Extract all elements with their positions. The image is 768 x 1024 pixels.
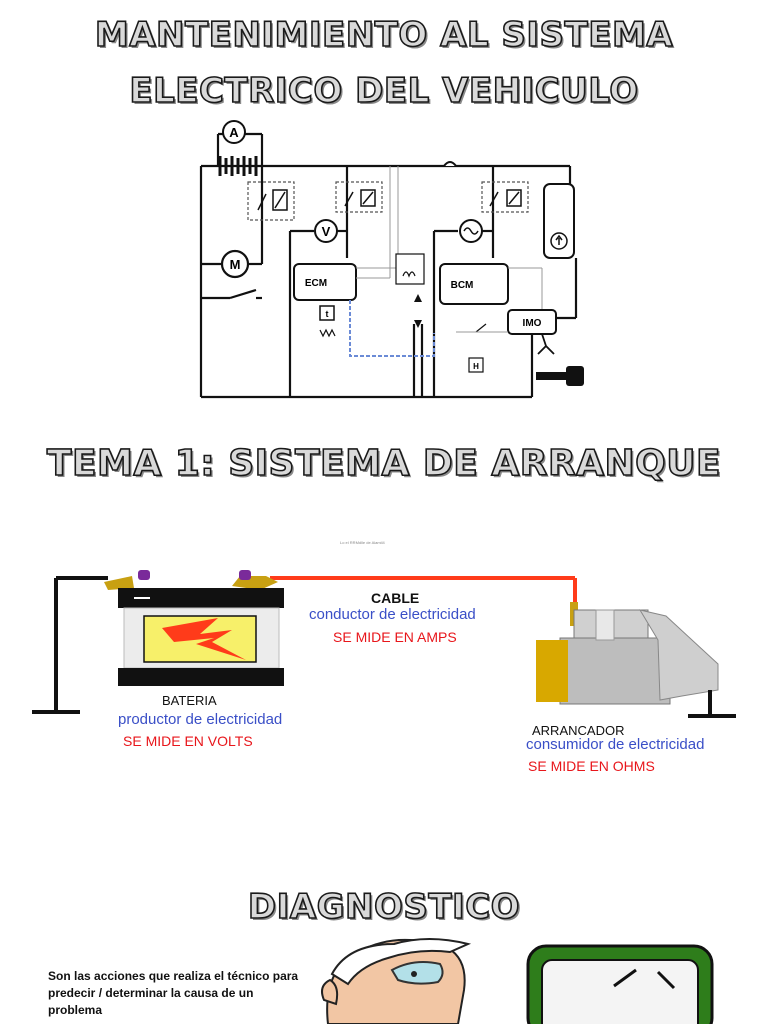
cable-title: CABLE	[371, 590, 420, 606]
section-title-diagnostic: DIAGNOSTICO	[247, 886, 521, 928]
starter-title: ARRANCADOR	[532, 723, 625, 738]
car-key-icon	[536, 366, 584, 386]
battery-measure: SE MIDE EN VOLTS	[123, 733, 253, 749]
starter-measure: SE MIDE EN OHMS	[528, 758, 655, 774]
page-title-line2: ELECTRICO DEL VEHICULO	[129, 70, 639, 112]
diagnostic-definition: Son las acciones que realiza el técnico …	[48, 969, 299, 1017]
starter-motor-icon	[536, 602, 736, 718]
battery-ground-icon	[32, 576, 108, 714]
cable-icon	[270, 576, 577, 602]
battery-icon	[104, 570, 284, 686]
electrical-schematic-diagram: A M V ECM BCM t	[199, 120, 584, 399]
voltmeter-label: V	[322, 224, 331, 239]
ammeter-label: A	[229, 125, 239, 140]
battery-description: productor de electricidad	[118, 711, 283, 728]
cable-measure: SE MIDE EN AMPS	[333, 629, 457, 645]
ecm-label: ECM	[305, 278, 327, 289]
imo-label: IMO	[523, 318, 542, 329]
bcm-label: BCM	[451, 280, 474, 291]
battery-title: BATERIA	[162, 693, 217, 708]
section-title-starting-system: TEMA 1: SISTEMA DE ARRANQUE	[46, 442, 722, 485]
cable-description: conductor de electricidad	[309, 606, 476, 623]
motor-label: M	[230, 257, 241, 272]
page-title-line1: MANTENIMIENTO AL SISTEMA	[94, 14, 674, 56]
tiny-caption: Lo el RRMdlle de Alamil4	[340, 540, 385, 545]
sensor-label: t	[326, 309, 329, 319]
technician-cartoon-illustration	[321, 938, 714, 1024]
h-box-label: H	[473, 362, 479, 371]
oscilloscope-device-icon	[526, 944, 714, 1024]
technician-face-icon	[321, 938, 472, 1024]
starting-system-illustration	[32, 570, 736, 718]
starter-description: consumidor de electricidad	[526, 736, 705, 753]
